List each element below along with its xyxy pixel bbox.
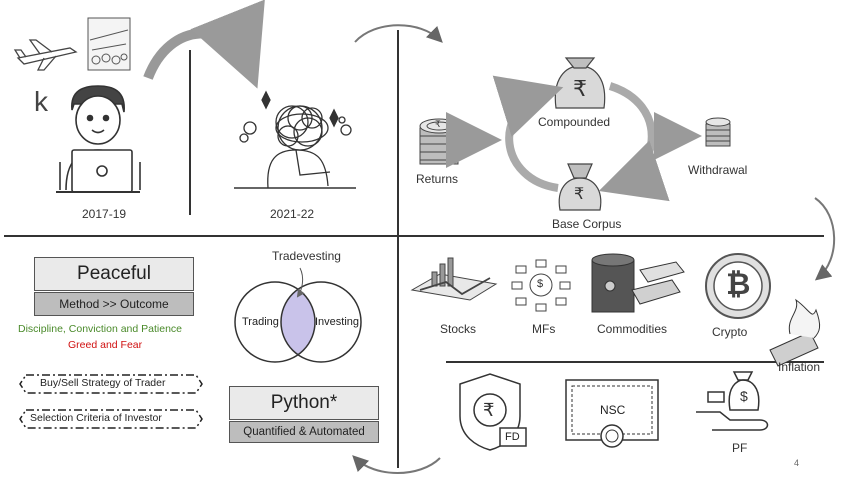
fd-shield-icon: [459, 373, 527, 451]
pf-hand-moneybag-icon: [696, 371, 769, 431]
man-with-laptop-icon: [56, 85, 141, 193]
fd-label: FD: [505, 431, 520, 443]
method-outcome-box: Method >> Outcome: [34, 292, 194, 316]
quadrant-dividers: [4, 30, 824, 468]
inflation-label: Inflation: [778, 360, 821, 374]
venn-trading-label: Trading: [242, 316, 279, 328]
k-letter: k: [34, 86, 48, 117]
bitcoin-coin-icon: [705, 253, 771, 319]
page-number: 4: [794, 458, 800, 468]
peaceful-title: Peaceful: [77, 263, 151, 284]
returns-label: Returns: [416, 172, 459, 186]
burning-money-icon: [769, 298, 821, 367]
crypto-label: Crypto: [712, 325, 748, 339]
crowd-sketch-icon: [87, 17, 131, 71]
curved-arrow-right: [814, 197, 836, 281]
year-label-2021-22: 2021-22: [270, 207, 315, 221]
bitcoin-symbol-icon: ₿: [726, 268, 751, 301]
curved-arrow-top-center: [354, 24, 443, 43]
year-label-2017-19: 2017-19: [82, 207, 127, 221]
commodities-icon: [591, 253, 685, 313]
venn-diagram: [234, 267, 362, 363]
mfs-label: MFs: [532, 322, 556, 336]
peaceful-box: Peaceful: [34, 257, 194, 291]
curved-arrow-top-left: [143, 0, 265, 89]
venn-circle-investing: [280, 281, 362, 363]
vices-text: Greed and Fear: [68, 339, 143, 351]
cycle-arrow-down: [598, 82, 670, 202]
tradevesting-pointer: [296, 267, 305, 298]
base-corpus-label: Base Corpus: [552, 217, 622, 231]
commodities-label: Commodities: [597, 322, 668, 336]
compounded-rupee-icon: ₹: [573, 76, 587, 101]
tangled-thoughts-scribble: [275, 105, 329, 151]
venn-circle-trading: [234, 281, 316, 363]
pf-dollar-icon: $: [740, 388, 748, 404]
trader-strategy-label: Buy/Sell Strategy of Trader: [40, 377, 166, 389]
withdrawal-coin-stack-icon: [705, 117, 731, 147]
mutual-funds-icon: [511, 259, 571, 312]
pf-label: PF: [732, 441, 748, 455]
nsc-certificate-icon: [565, 379, 659, 448]
stocks-label: Stocks: [440, 322, 477, 336]
stocks-chart-icon: [410, 257, 498, 301]
quantified-automated-box: Quantified & Automated: [229, 421, 379, 443]
cycle-arrow-up: [492, 75, 564, 192]
compounded-moneybag-icon: [554, 57, 606, 109]
compounded-label: Compounded: [538, 115, 611, 129]
venn-overlap: [281, 282, 315, 362]
nsc-label: NSC: [600, 403, 626, 417]
tradevesting-label: Tradevesting: [272, 249, 341, 263]
mf-dollar-icon: $: [537, 278, 544, 290]
python-title: Python*: [270, 392, 338, 413]
strategy-banners: [19, 374, 203, 429]
base-corpus-rupee-icon: ₹: [574, 186, 585, 203]
method-outcome-label: Method >> Outcome: [59, 297, 169, 311]
curved-arrow-bottom: [352, 455, 441, 474]
base-corpus-moneybag-icon: [558, 163, 602, 211]
investor-criteria-label: Selection Criteria of Investor: [30, 412, 162, 424]
airplane-icon: [13, 39, 78, 71]
fd-rupee-icon: ₹: [483, 400, 495, 420]
virtues-text: Discipline, Conviction and Patience: [18, 323, 183, 335]
withdrawal-label: Withdrawal: [688, 163, 748, 177]
quantified-automated-label: Quantified & Automated: [243, 426, 365, 438]
venn-investing-label: Investing: [315, 316, 360, 328]
python-box: Python*: [229, 386, 379, 420]
returns-rupee-icon: ₹: [435, 119, 441, 129]
thinking-person-icon: [234, 90, 356, 189]
